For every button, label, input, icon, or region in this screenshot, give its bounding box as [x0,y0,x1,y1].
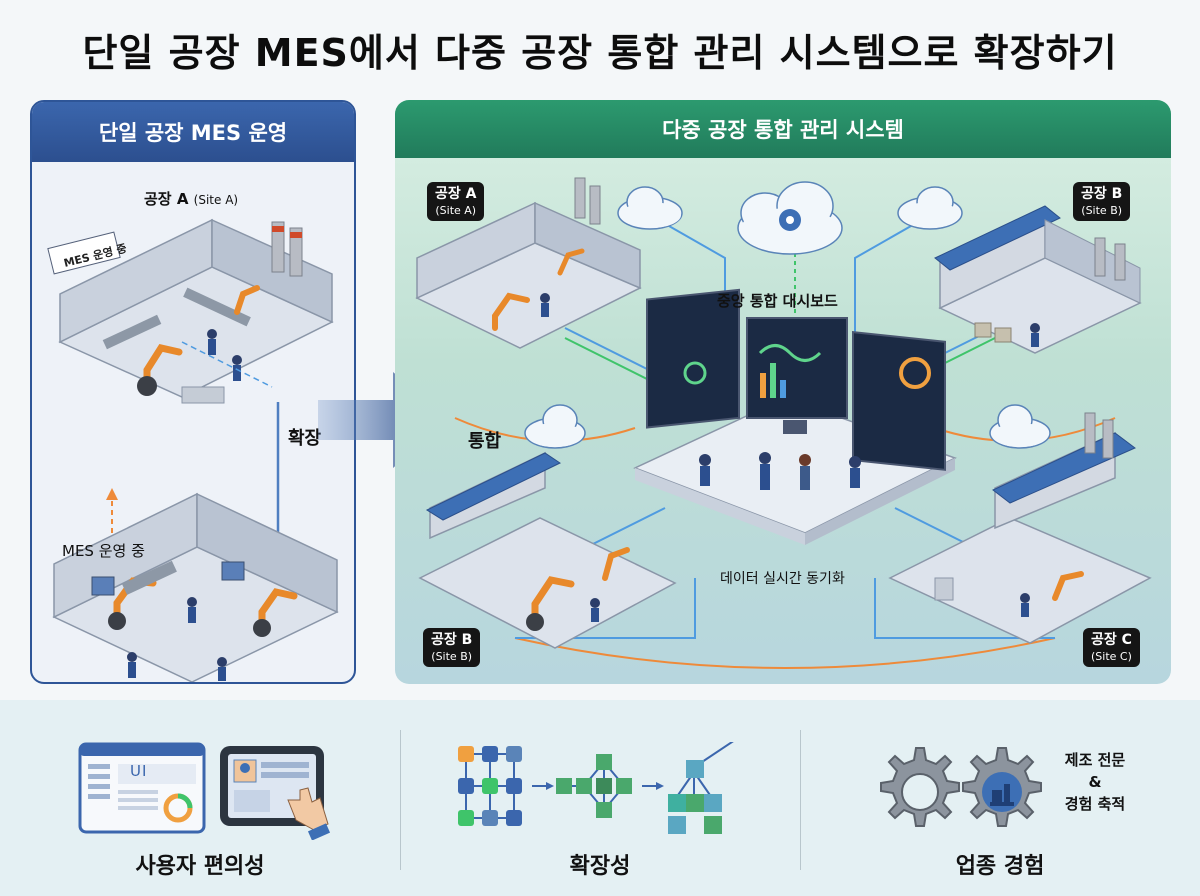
experience-label: 업종 경험 [955,854,1045,879]
factory-c [888,412,1152,644]
usability-label: 사용자 편의성 [135,854,265,879]
integration-label: 통합 [468,431,502,452]
left-panel-header: 단일 공장 MES 운영 [32,102,354,162]
factory-b-bottom [418,451,677,649]
multi-factory-panel: 다중 공장 통합 관리 시스템 [395,100,1171,684]
factory-b-top [934,205,1142,354]
scalability-icon [458,742,734,834]
ui-text: UI [130,762,148,780]
cloud-icon-mid-right [989,404,1051,449]
cloud-icon-left [617,186,683,230]
single-factory-illustration: MES 운영 중 [47,218,339,682]
sync-label: 데이터 실시간 동기화 [720,571,845,587]
divider [400,730,401,870]
gear-icon [880,747,1042,827]
divider [800,730,801,870]
usability-icon [78,742,331,840]
right-panel-header: 다중 공장 통합 관리 시스템 [395,100,1171,158]
factory-a [415,177,642,349]
single-factory-panel: 단일 공장 MES 운영 공장 A (Site A) [30,100,356,684]
upper-factory [47,218,334,404]
manufacturing-expertise-text: 제조 전문 & 경험 축적 [1064,751,1126,813]
data-flow-lines [454,217,1116,669]
site-tag-a: 공장 A (Site A) [427,182,485,222]
page-title: 단일 공장 MES에서 다중 공장 통합 관리 시스템으로 확장하기 [82,31,1118,75]
expand-label: 확장 [288,428,322,449]
site-tag-b-top: 공장 B (Site B) [1073,182,1131,222]
central-dashboard [633,288,957,545]
cloud-icon-right [897,186,963,230]
multi-factory-illustration [415,177,1152,669]
site-tag-c: 공장 C (Site C) [1083,628,1140,668]
dashboard-label: 중앙 통합 대시보드 [717,292,838,310]
cloud-icon-mid-left [524,404,586,449]
scalability-label: 확장성 [569,854,631,879]
lower-factory [52,492,339,682]
cloud-icon-center [737,181,843,255]
mes-running-label: MES 운영 중 [62,542,145,560]
factory-a-label: 공장 A (Site A) [144,190,239,208]
site-tag-b-bottom: 공장 B (Site B) [423,628,481,668]
